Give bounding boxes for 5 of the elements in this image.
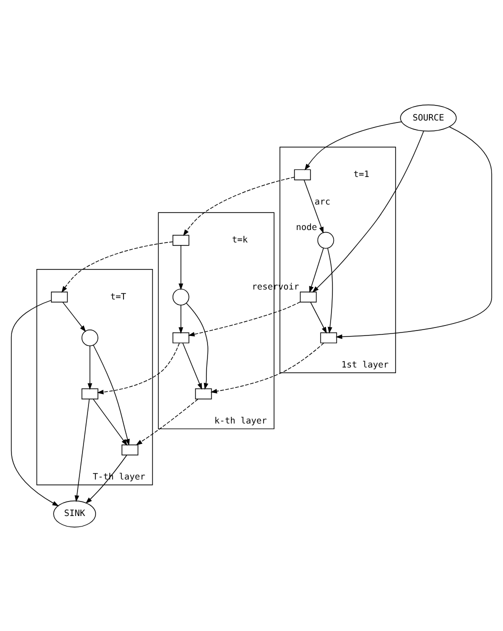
- node-label: t=T: [110, 292, 126, 302]
- node-label: t=k: [232, 235, 248, 246]
- edge-label: arc: [314, 196, 330, 207]
- node-label: t=1: [354, 170, 370, 180]
- node-label: node: [296, 222, 317, 232]
